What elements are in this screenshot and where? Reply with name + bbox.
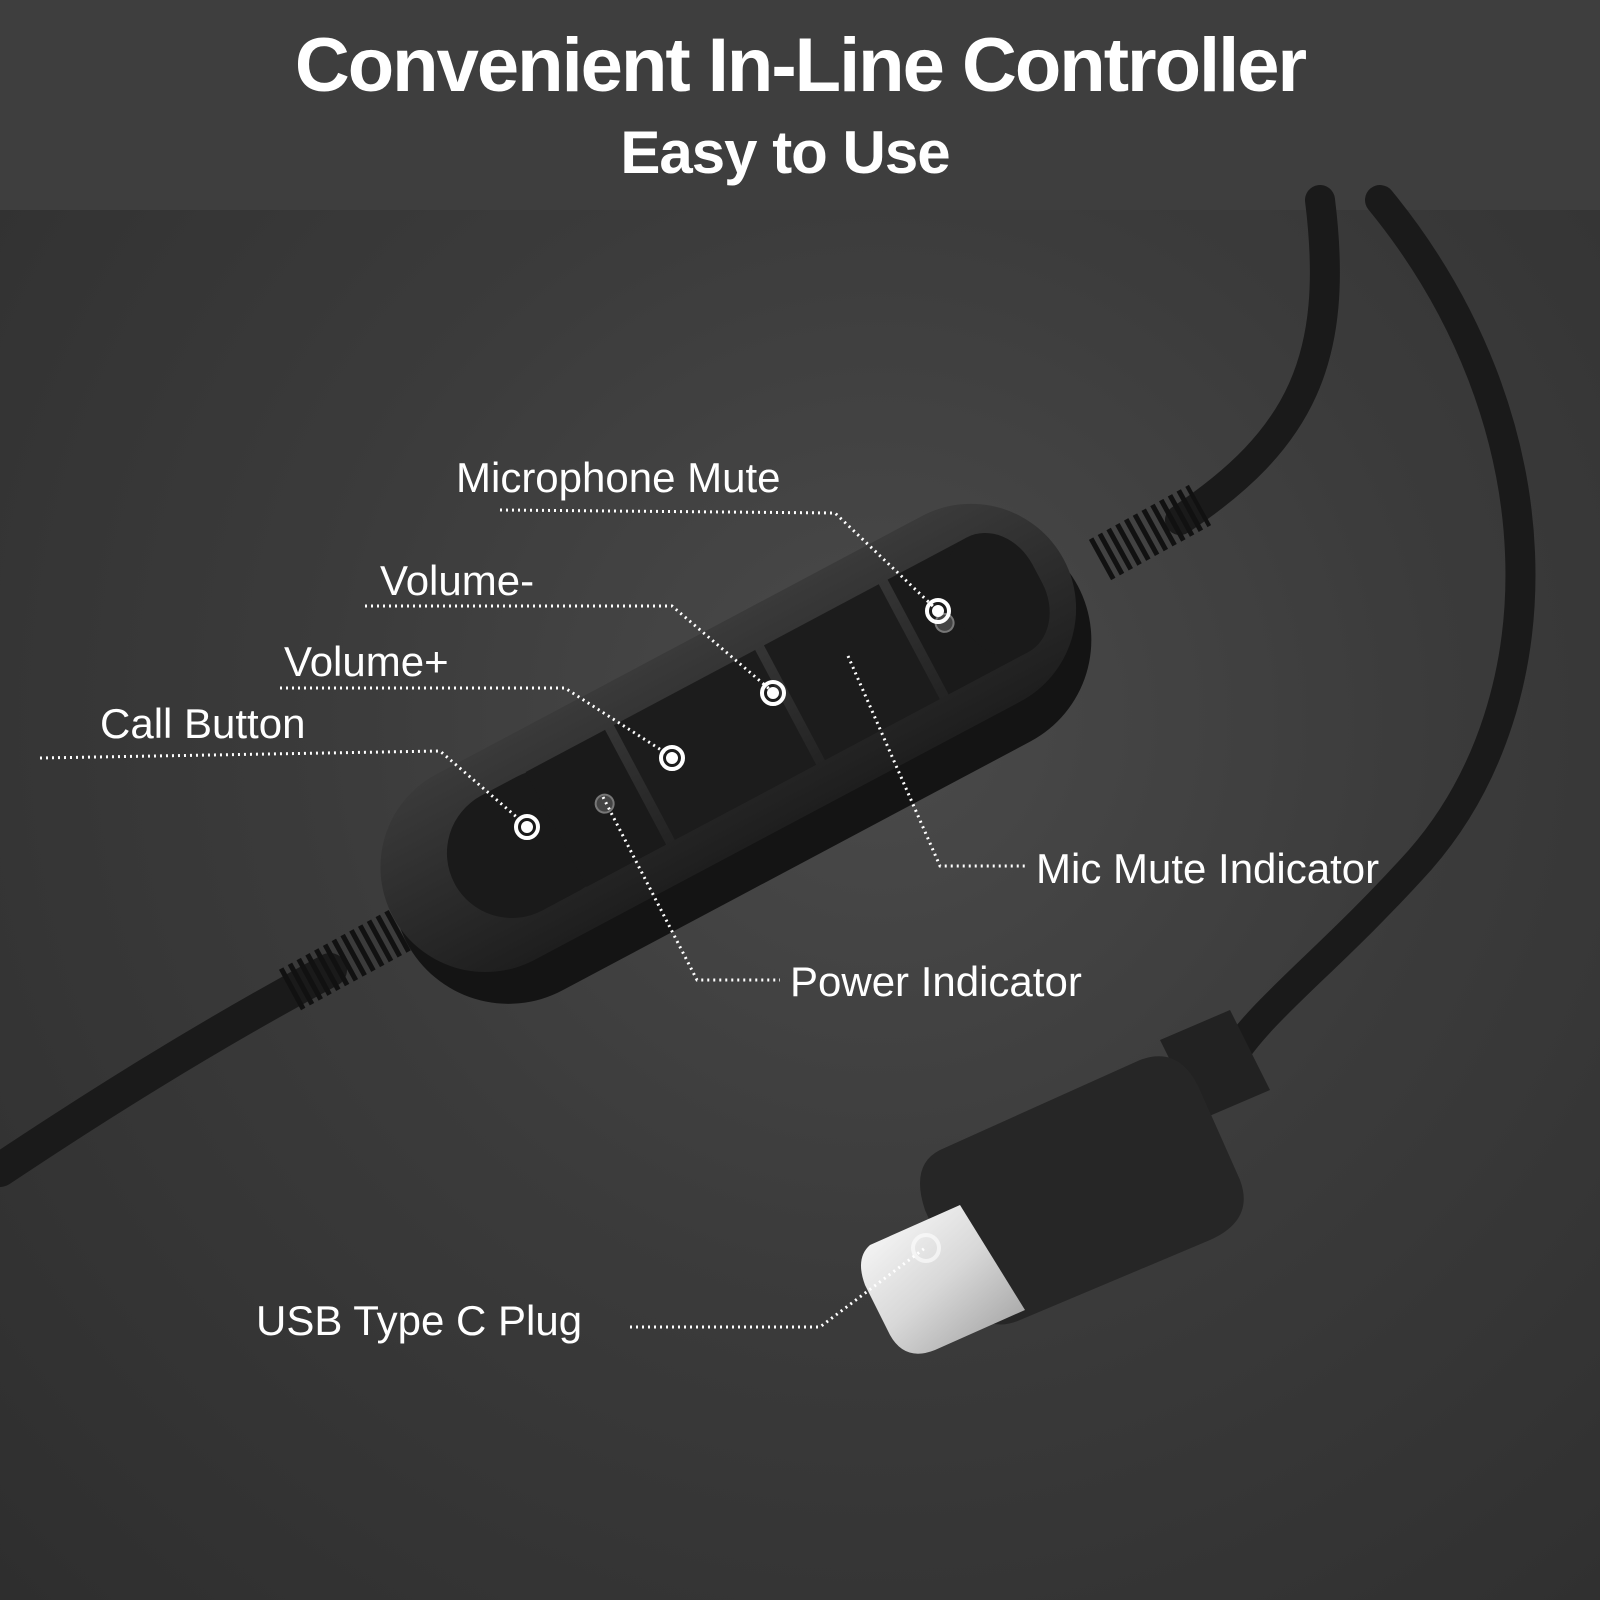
page-subtitle: Easy to Use <box>620 119 950 186</box>
label-power-indicator: Power Indicator <box>790 958 1082 1005</box>
label-microphone-mute: Microphone Mute <box>456 454 781 501</box>
cable <box>0 185 1536 1187</box>
label-usb-type-c-plug: USB Type C Plug <box>256 1297 583 1344</box>
label-mic-mute-indicator: Mic Mute Indicator <box>1036 845 1380 892</box>
usb-c-plug <box>861 1010 1270 1354</box>
label-volume-down: Volume- <box>380 557 535 604</box>
cable-strain-relief <box>278 484 1212 1011</box>
label-call-button: Call Button <box>100 700 306 747</box>
volume-up-button <box>613 650 817 840</box>
header-band <box>0 0 1600 210</box>
inline-controller <box>380 503 1092 1004</box>
callout-markers <box>514 598 951 1263</box>
page-title: Convenient In-Line Controller <box>294 23 1307 108</box>
label-volume-up: Volume+ <box>284 638 449 685</box>
volume-down-button <box>763 584 940 761</box>
mic-mute-button <box>945 532 1050 657</box>
leader-lines <box>39 508 1025 1329</box>
